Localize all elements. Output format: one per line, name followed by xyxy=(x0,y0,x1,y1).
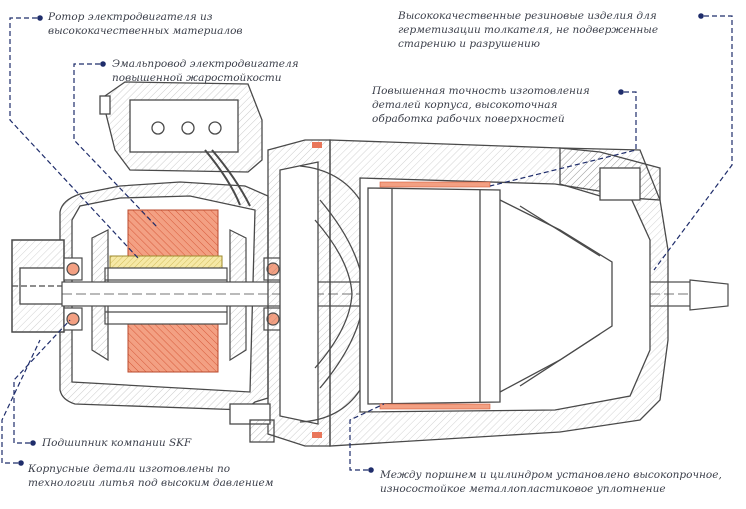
label-casting: Корпусные детали изготовлены по технолог… xyxy=(28,462,273,490)
left-end-cap xyxy=(11,239,65,333)
label-casting-line-1: Корпусные детали изготовлены по xyxy=(28,463,231,475)
label-enamel-line-1: Эмальпровод электродвигателя xyxy=(112,58,299,70)
stator-winding-icon xyxy=(127,209,219,373)
label-seal-line-2: износостойкое металлопластиковое уплотне… xyxy=(380,483,666,495)
label-rubber-line-3: старению и разрушению xyxy=(398,38,540,50)
label-precision-line-3: обработка рабочих поверхностей xyxy=(372,113,565,125)
terminal-box xyxy=(99,81,263,207)
label-rubber-parts: Высококачественные резиновые изделия для… xyxy=(398,9,658,51)
label-skf-line-1: Подшипник компании SKF xyxy=(42,437,192,449)
label-skf-bearing: Подшипник компании SKF xyxy=(42,436,191,450)
label-precision-line-1: Повышенная точность изготовления xyxy=(372,85,590,97)
label-piston-seal: Между поршнем и цилиндром установлено вы… xyxy=(380,468,722,496)
label-enamel-line-2: повышенной жаростойкости xyxy=(112,72,282,84)
label-casting-line-2: технологии литья под высоким давлением xyxy=(28,477,274,489)
rotor-core-icon xyxy=(109,255,223,269)
label-rotor-line-2: высококачественных материалов xyxy=(48,25,243,37)
label-precision: Повышенная точность изготовления деталей… xyxy=(372,84,590,126)
pump-housing xyxy=(229,139,365,447)
label-rubber-line-1: Высококачественные резиновые изделия для xyxy=(398,10,657,22)
label-marker-icon xyxy=(18,13,704,473)
label-seal-line-1: Между поршнем и цилиндром установлено вы… xyxy=(380,469,722,481)
label-precision-line-2: деталей корпуса, высокоточная xyxy=(372,99,558,111)
cylinder-housing xyxy=(312,139,669,447)
label-rotor: Ротор электродвигателя из высококачестве… xyxy=(48,10,243,38)
label-rotor-line-1: Ротор электродвигателя из xyxy=(48,11,213,23)
label-enamel-wire: Эмальпровод электродвигателя повышенной … xyxy=(112,57,299,85)
label-rubber-line-2: герметизации толкателя, не подверженные xyxy=(398,24,659,36)
leader-lines xyxy=(1,15,733,471)
